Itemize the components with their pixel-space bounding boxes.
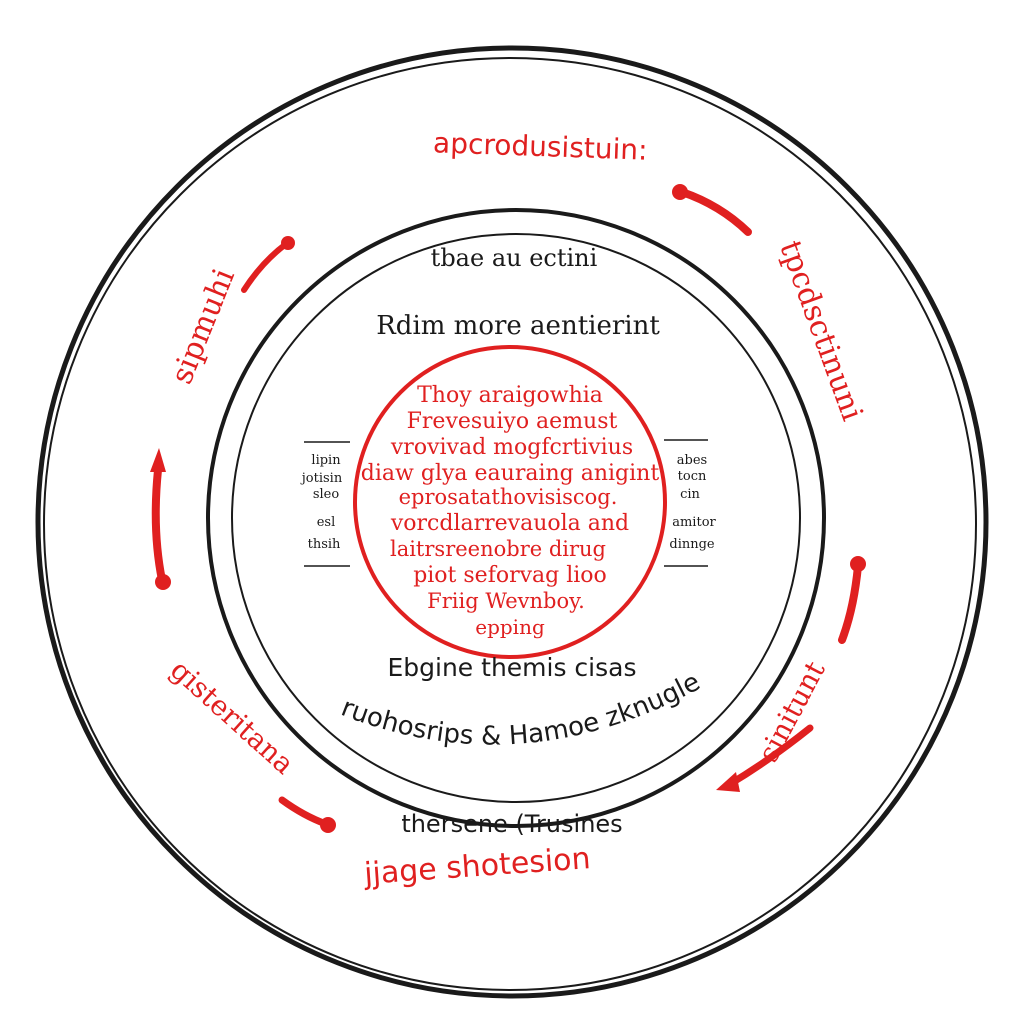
arrow-upper-left — [241, 236, 295, 293]
right-note-3: amitor — [672, 515, 716, 530]
center-line-5: vorcdlarrevauola and — [390, 511, 629, 536]
outer-ring-outer-stroke — [35, 45, 989, 999]
right-note-2: cin — [680, 487, 700, 502]
left-note-2: sleo — [313, 487, 340, 502]
center-line-9: epping — [475, 615, 545, 639]
center-line-8: Friig Wevnboy. — [427, 589, 585, 613]
left-note-3: esl — [317, 515, 336, 530]
left-note-0: lipin — [311, 453, 341, 468]
arrow-lower-left — [278, 796, 336, 833]
center-text-block: Thoy araigowhia Frevesuiyo aemust vroviv… — [361, 383, 660, 639]
left-note-1: jotisin — [300, 471, 343, 486]
right-note-4: dinnge — [669, 537, 715, 552]
middle-bottom-label: thersene (Trusines — [401, 810, 622, 838]
center-line-1: Frevesuiyo aemust — [407, 409, 618, 434]
outer-bottom-label: jjage shotesion — [362, 841, 592, 892]
center-red-circle — [353, 345, 667, 659]
center-line-0: Thoy araigowhia — [417, 383, 603, 408]
middle-upper-label: Rdim more aentierint — [376, 311, 660, 341]
left-note-4: thsih — [308, 537, 341, 552]
right-side-notes: abes tocn cin amitor dinnge — [669, 453, 716, 552]
left-side-notes: lipin jotisin sleo esl thsih — [300, 453, 343, 552]
arrow-left — [150, 448, 171, 590]
middle-ring-outer-stroke — [206, 208, 826, 828]
outer-top-label: apcrodusistuin: — [433, 126, 649, 166]
arrow-upper-right — [672, 184, 752, 236]
right-note-0: abes — [677, 453, 707, 468]
outer-right-label: tpcdsctinuni — [772, 236, 869, 425]
outer-left-label: sipmuhi — [164, 264, 242, 389]
middle-top-label: tbae au ectini — [431, 244, 598, 272]
middle-ring-inner-stroke — [231, 233, 801, 803]
arrow-right — [838, 556, 866, 644]
center-line-3: diaw glya eauraing anigint — [361, 461, 660, 486]
outer-ring-inner-stroke — [43, 57, 977, 991]
center-line-7: piot seforvag lioo — [413, 563, 607, 588]
arrow-lower-right — [716, 724, 814, 792]
center-line-2: vrovivad mogfcrtivius — [390, 435, 633, 460]
center-line-6: laitrsreenobre dirug — [390, 537, 606, 561]
center-line-4: eprosatathovisiscog. — [399, 485, 618, 509]
middle-lower-label: Ebgine themis cisas — [387, 653, 636, 682]
right-note-1: tocn — [678, 469, 707, 484]
outer-lower-right-label: sinitunt — [751, 655, 832, 767]
